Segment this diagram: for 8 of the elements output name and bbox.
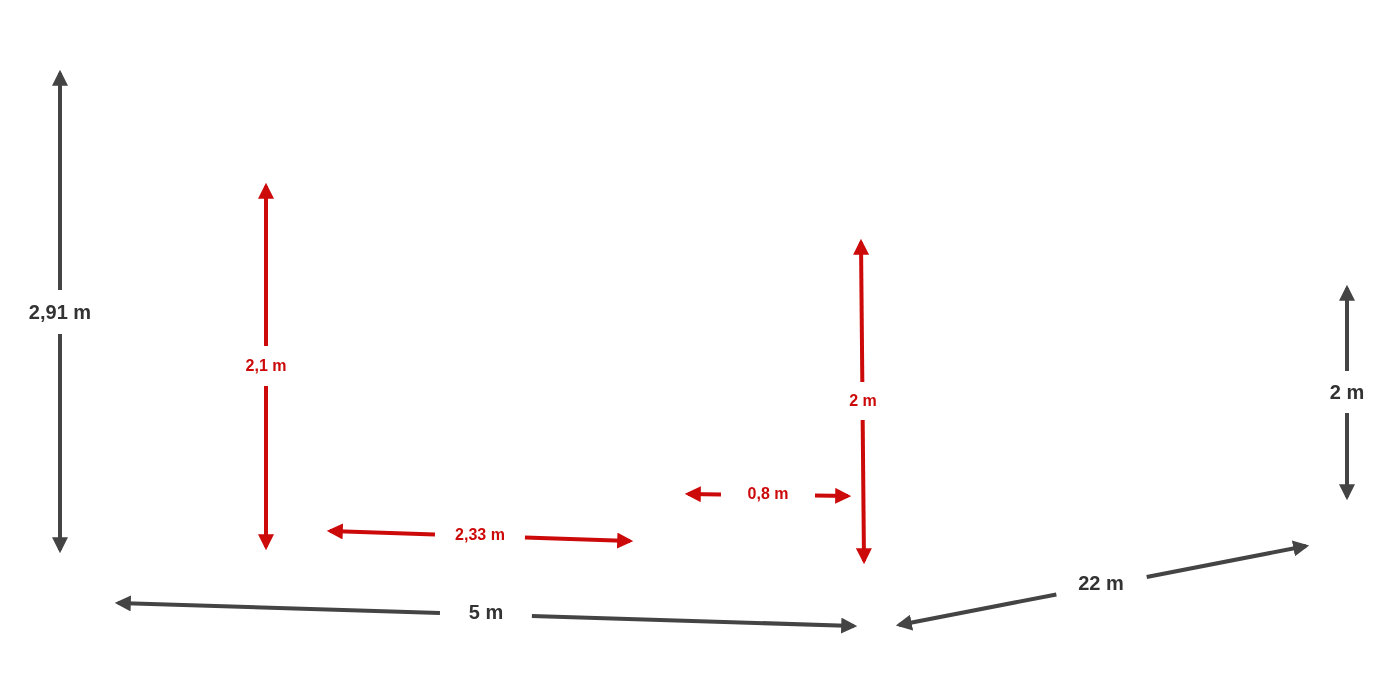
- dimension-label: 22 m: [1078, 573, 1124, 593]
- dimension-label: 5 m: [468, 602, 504, 622]
- dimension-label: 2,91 m: [28, 302, 92, 322]
- dimension-label: 2,33 m: [455, 527, 505, 543]
- dimension-label: 0,8 m: [747, 486, 789, 502]
- dimension-label: 2,1 m: [245, 358, 287, 374]
- dimension-label: 2 m: [849, 393, 877, 409]
- dimension-label: 2 m: [1329, 382, 1365, 402]
